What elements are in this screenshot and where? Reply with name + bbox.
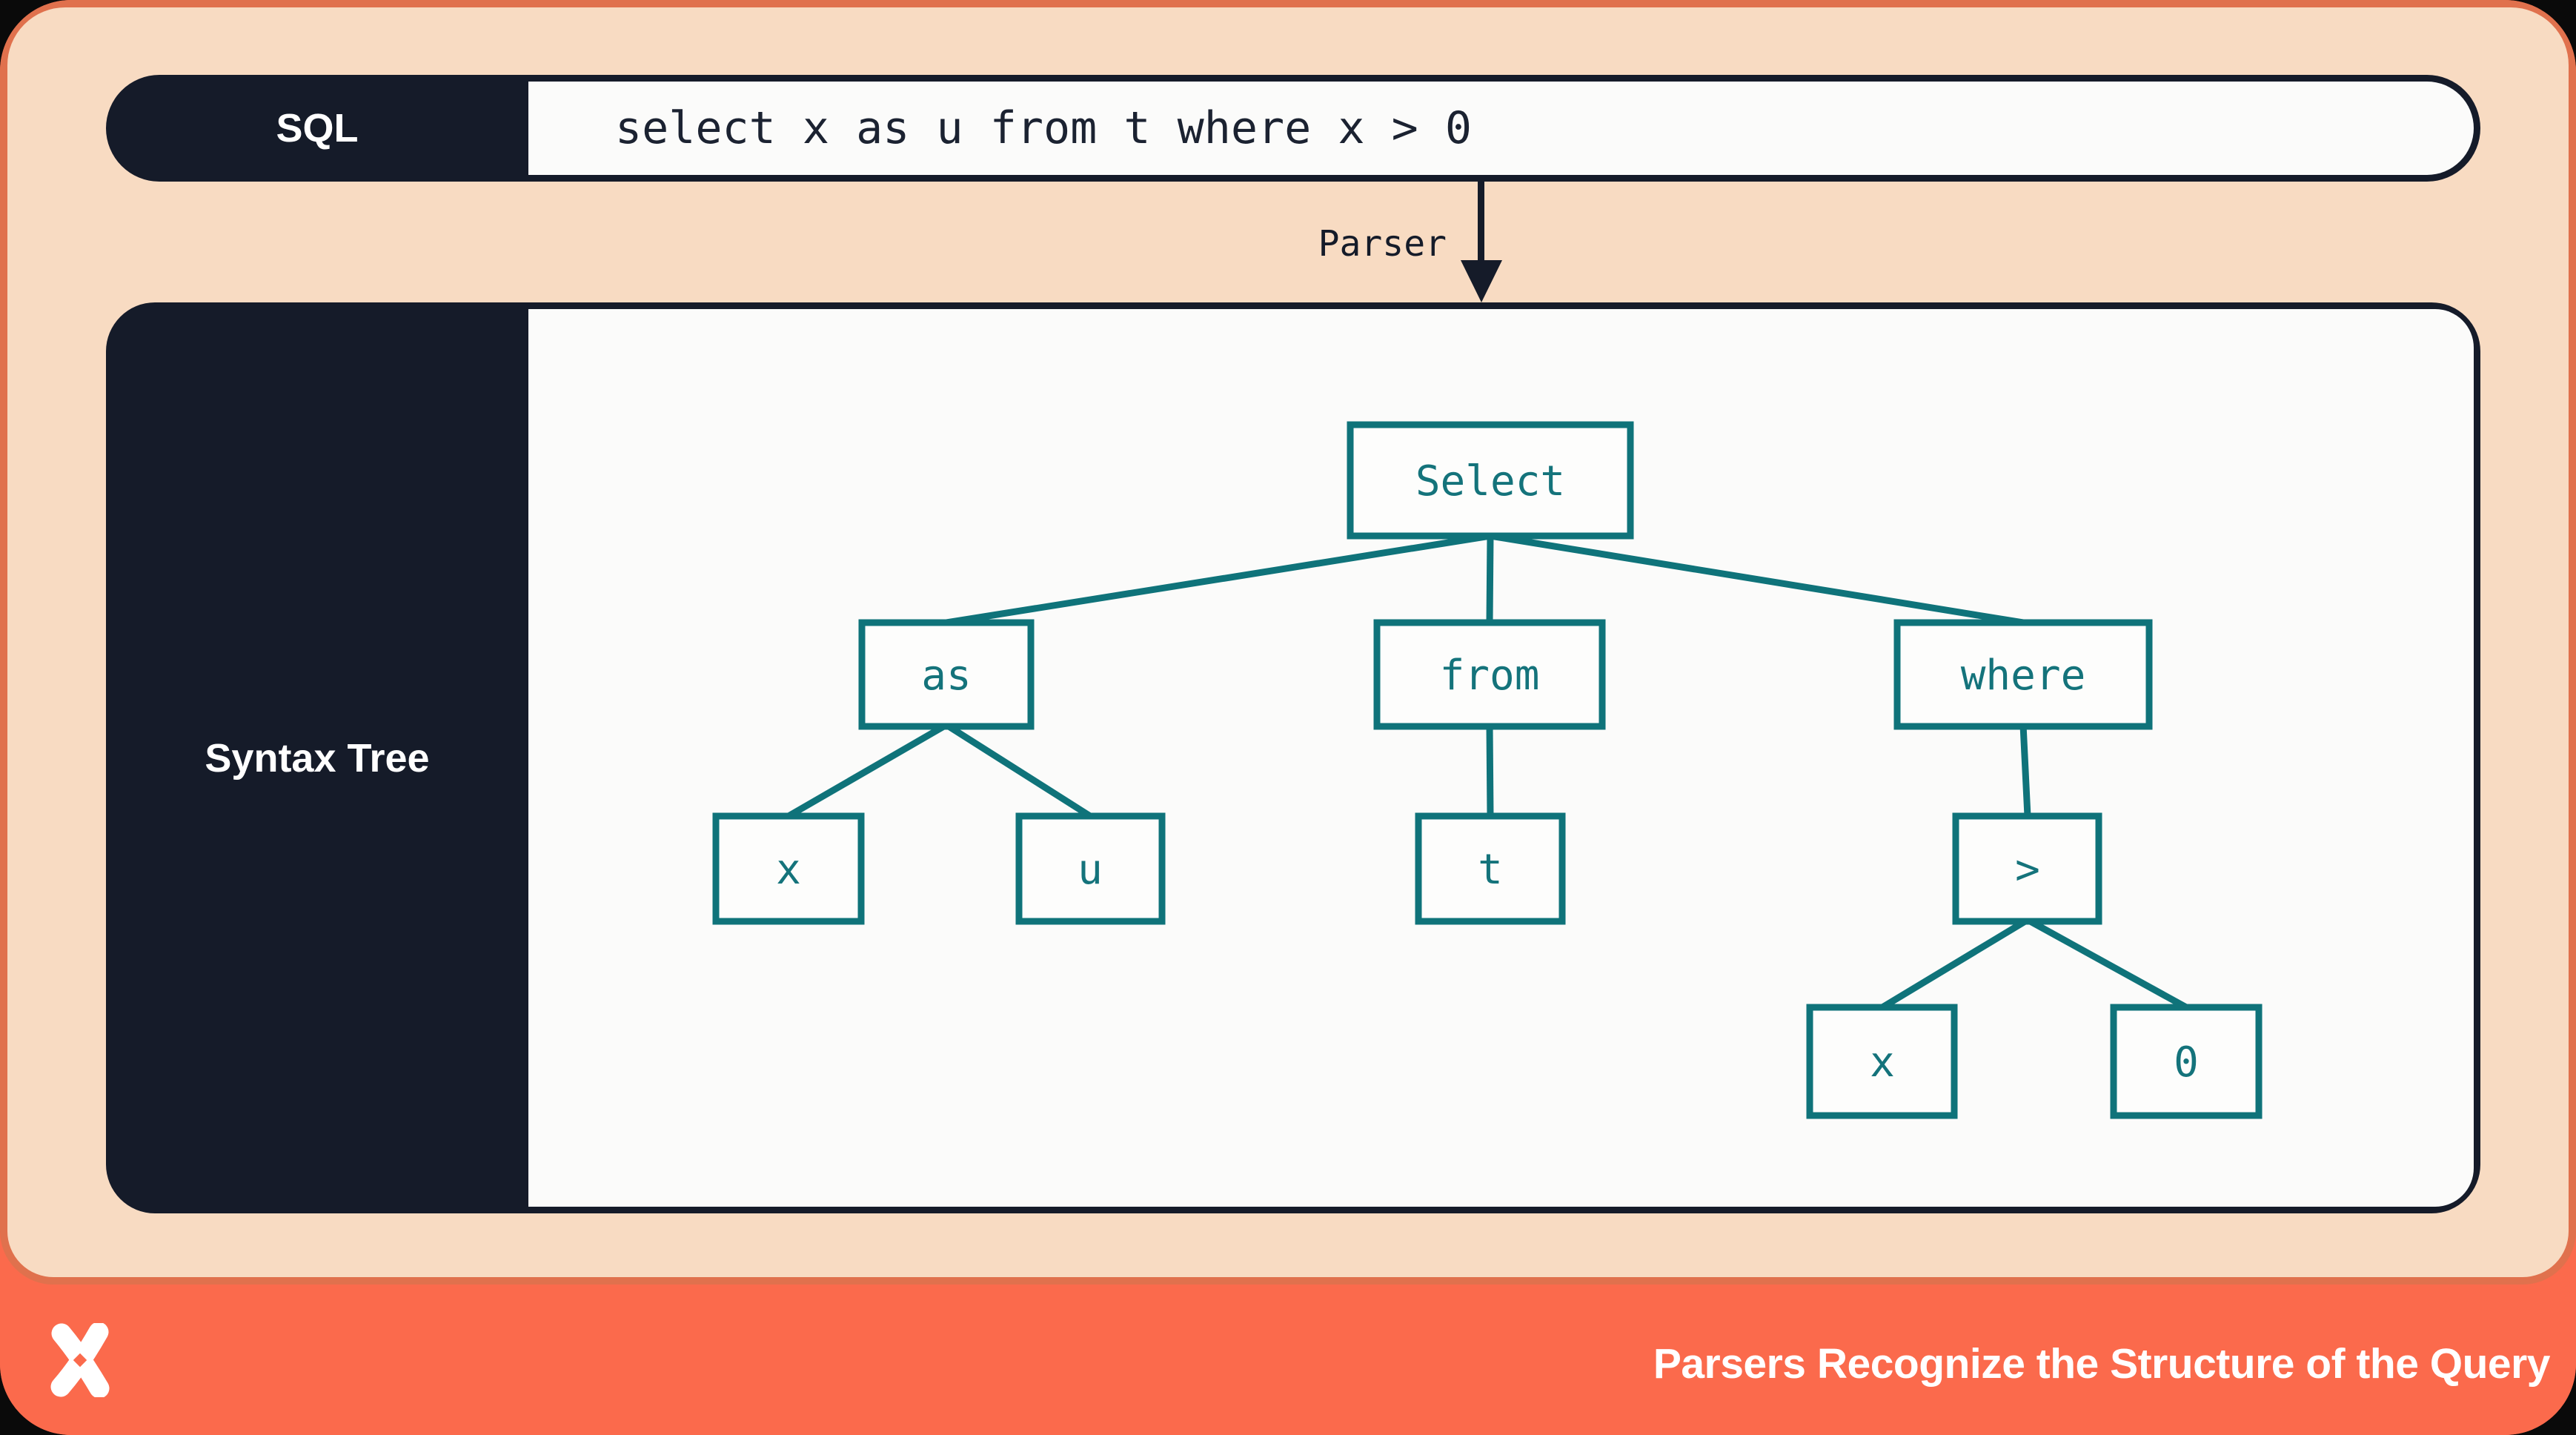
- svg-text:as: as: [921, 652, 971, 700]
- edge-gt-zero: [2025, 917, 2188, 1010]
- edge-as-x: [786, 722, 949, 819]
- tree-node-as: as: [858, 619, 1035, 730]
- tree-node-select: Select: [1347, 421, 1634, 540]
- svg-text:from: from: [1440, 652, 1540, 700]
- x-pinwheel-logo-icon: [50, 1323, 110, 1397]
- tree-node-t: t: [1415, 812, 1566, 925]
- svg-text:u: u: [1078, 846, 1103, 894]
- tree-node-zero: 0: [2110, 1004, 2263, 1119]
- tree-node-x-right: x: [1806, 1004, 1958, 1119]
- svg-text:0: 0: [2174, 1038, 2199, 1087]
- svg-text:Select: Select: [1415, 457, 1565, 506]
- sql-bar-label: SQL: [276, 106, 359, 150]
- edge-where-gt: [2019, 724, 2031, 817]
- parser-label: Parser: [1318, 223, 1447, 265]
- edge-gt-x: [1880, 917, 2030, 1010]
- edge-select-as: [946, 532, 1491, 626]
- syntax-tree-diagram: Select as from where: [712, 421, 2263, 1119]
- syntax-tree-content: Select as from where: [528, 309, 2474, 1207]
- edge-as-u: [944, 722, 1092, 819]
- edge-select-where: [1490, 532, 2024, 626]
- sql-bar: SQL select x as u from t where x > 0: [106, 75, 2480, 182]
- svg-text:where: where: [1961, 652, 2086, 700]
- syntax-tree-panel: Syntax Tree: [106, 302, 2480, 1213]
- sql-bar-content: select x as u from t where x > 0: [528, 82, 2474, 175]
- sql-query-text: select x as u from t where x > 0: [615, 102, 1472, 154]
- footer-band: [0, 1285, 2576, 1435]
- tree-node-gt: >: [1952, 812, 2102, 925]
- svg-text:x: x: [1870, 1038, 1895, 1087]
- tree-node-from: from: [1373, 619, 1606, 730]
- svg-text:x: x: [776, 846, 801, 894]
- tree-edges: [786, 532, 2188, 1010]
- svg-text:t: t: [1478, 846, 1503, 894]
- tree-node-u: u: [1015, 812, 1166, 925]
- syntax-tree-panel-label: Syntax Tree: [205, 735, 430, 781]
- tree-node-x-left: x: [712, 812, 865, 925]
- tree-node-where: where: [1893, 619, 2153, 730]
- svg-text:>: >: [2015, 846, 2040, 894]
- parser-arrow-line: [1478, 182, 1484, 263]
- tree-nodes: Select as from where: [712, 421, 2263, 1119]
- parser-arrow-head-icon: [1461, 260, 1502, 302]
- footer-caption: Parsers Recognize the Structure of the Q…: [1653, 1340, 2551, 1388]
